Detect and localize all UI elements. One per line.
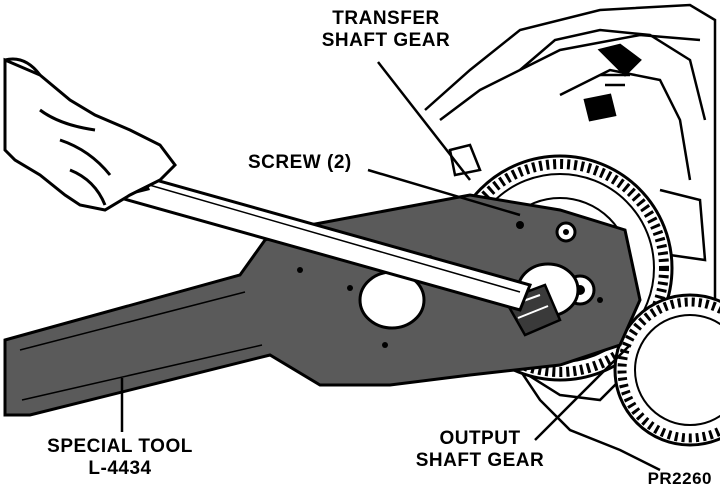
transmission-case xyxy=(424,3,717,472)
output-shaft-gear-label: OUTPUT SHAFT GEAR xyxy=(405,428,555,472)
transfer-shaft-gear-label: TRANSFER SHAFT GEAR xyxy=(306,8,466,52)
special-tool-line1: SPECIAL TOOL xyxy=(47,436,193,457)
leader-transfer-gear xyxy=(377,61,471,181)
output-label-line1: OUTPUT xyxy=(439,428,521,449)
leader-screw xyxy=(367,168,521,217)
screw-label-text: SCREW (2) xyxy=(248,152,352,173)
screw-label: SCREW (2) xyxy=(248,152,368,174)
special-tool-label: SPECIAL TOOL L-4434 xyxy=(30,436,210,480)
special-tool-line2: L-4434 xyxy=(88,458,152,479)
transfer-label-line1: TRANSFER xyxy=(332,8,440,29)
leader-output-gear xyxy=(534,344,631,441)
hand xyxy=(3,57,177,212)
figure-id-text: PR2260 xyxy=(647,469,712,488)
transfer-label-line2: SHAFT GEAR xyxy=(321,30,451,51)
figure-id: PR2260 xyxy=(612,468,712,490)
leader-lines xyxy=(120,61,631,441)
output-label-line2: SHAFT GEAR xyxy=(415,450,545,471)
special-tool xyxy=(3,193,642,417)
output-shaft-gear xyxy=(613,293,720,447)
